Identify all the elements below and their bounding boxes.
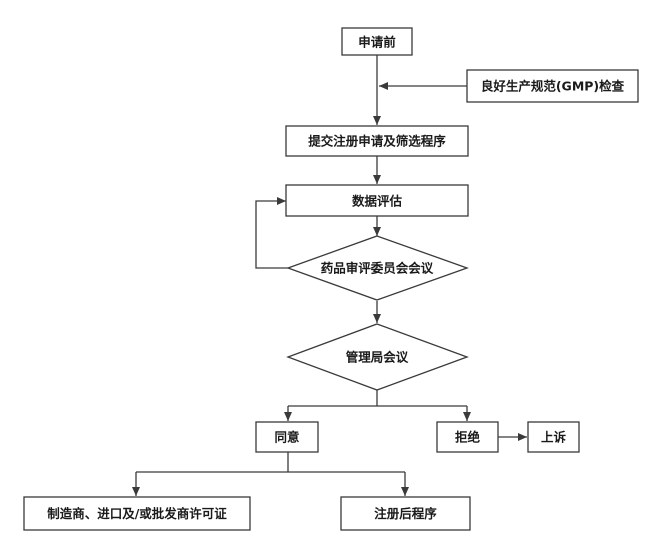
node-approve-label: 同意 bbox=[274, 430, 299, 445]
node-reject-label: 拒绝 bbox=[455, 430, 481, 445]
node-appeal: 上诉 bbox=[527, 421, 580, 453]
arrow-committee-loop-back bbox=[255, 197, 288, 269]
node-post-registration: 注册后程序 bbox=[340, 496, 471, 531]
connectors bbox=[132, 55, 527, 496]
node-post-registration-label: 注册后程序 bbox=[374, 506, 437, 521]
node-reject: 拒绝 bbox=[436, 421, 499, 453]
node-board-meeting: 管理局会议 bbox=[286, 323, 469, 391]
node-data-evaluation-label: 数据评估 bbox=[351, 194, 403, 209]
node-licenses: 制造商、进口及/或批发商许可证 bbox=[23, 496, 251, 531]
node-gmp-inspection: 良好生产规范(GMP)检查 bbox=[466, 69, 639, 103]
node-gmp-inspection-label: 良好生产规范(GMP)检查 bbox=[481, 79, 625, 94]
node-submit-screening: 提交注册申请及筛选程序 bbox=[285, 125, 469, 157]
node-board-meeting-label: 管理局会议 bbox=[346, 350, 409, 365]
node-pre-application-label: 申请前 bbox=[358, 35, 396, 50]
node-appeal-label: 上诉 bbox=[541, 430, 567, 445]
node-approve: 同意 bbox=[255, 421, 319, 453]
node-drug-committee-label: 药品审评委员会会议 bbox=[321, 261, 434, 276]
node-licenses-label: 制造商、进口及/或批发商许可证 bbox=[47, 506, 227, 521]
node-drug-committee: 药品审评委员会会议 bbox=[286, 235, 469, 301]
node-data-evaluation: 数据评估 bbox=[285, 184, 469, 217]
node-submit-screening-label: 提交注册申请及筛选程序 bbox=[308, 134, 446, 149]
node-pre-application: 申请前 bbox=[341, 27, 413, 56]
